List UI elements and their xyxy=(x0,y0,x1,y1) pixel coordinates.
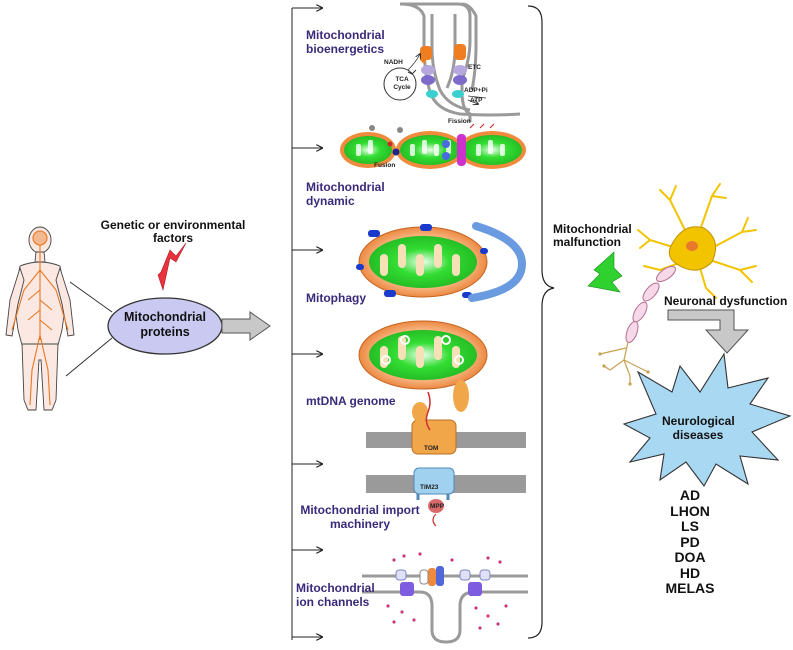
arrow-to-branches-icon xyxy=(221,311,271,341)
fusion-label: Fusion xyxy=(374,162,396,169)
neurological-diseases-label: Neurological diseases xyxy=(662,414,735,442)
neurological-diseases-starburst xyxy=(622,352,792,488)
disease-item: LHON xyxy=(670,502,710,519)
connector-line xyxy=(69,281,113,313)
disease-item: AD xyxy=(679,487,701,503)
branch-dynamic-label: Mitochondrial dynamic xyxy=(306,180,385,208)
ion-channels-illustration xyxy=(362,552,528,644)
etc-label: ETC xyxy=(468,64,481,71)
adp-label: ADP+Pi xyxy=(464,87,488,94)
tca-label: TCA Cycle xyxy=(393,76,411,91)
dysfunction-label: Neuronal dysfunction xyxy=(664,294,788,308)
fission-label: Fission xyxy=(448,118,471,125)
import-machinery-illustration xyxy=(366,380,526,527)
mpp-label: MPP xyxy=(430,503,445,510)
nadh-label: NADH xyxy=(384,59,403,66)
disease-item: PD xyxy=(680,533,700,550)
branch-import-label: Mitochondrial import machinery xyxy=(300,503,420,531)
red-lightning-icon xyxy=(157,242,187,292)
mitophagy-illustration xyxy=(356,222,527,302)
tim23-label: TIM23 xyxy=(420,484,439,491)
bioenergetics-illustration xyxy=(383,2,521,122)
malfunction-label: Mitochondrial malfunction xyxy=(553,222,632,249)
branch-ion-channels-label: Mitochondrial ion channels xyxy=(296,581,375,609)
tom-label: TOM xyxy=(424,445,439,452)
trigger-label: Genetic or environmental factors xyxy=(100,218,246,245)
branch-bracket xyxy=(291,8,322,640)
bent-arrow-icon xyxy=(667,309,750,354)
green-lightning-icon xyxy=(587,251,623,293)
disease-item: HD xyxy=(679,564,701,581)
branch-mitophagy-label: Mitophagy xyxy=(306,291,366,305)
curly-brace xyxy=(527,5,555,639)
branch-bioenergetics-label: Mitochondrial bioenergetics xyxy=(306,28,385,56)
disease-item: MELAS xyxy=(665,580,715,596)
dynamics-illustration xyxy=(340,123,526,169)
mitochondrial-proteins-label: Mitochondrial proteins xyxy=(124,310,206,339)
connector-line xyxy=(65,337,113,377)
branch-mtdna-label: mtDNA genome xyxy=(306,394,396,408)
nervous-system-icon xyxy=(11,230,69,406)
disease-list: AD LHON LS PD DOA HD MELAS xyxy=(620,487,760,597)
disease-item: LS xyxy=(681,518,699,534)
mtdna-illustration xyxy=(358,320,488,390)
disease-item: DOA xyxy=(674,549,706,565)
atp-label: ATP xyxy=(470,97,483,104)
neuron-icon xyxy=(598,183,757,386)
